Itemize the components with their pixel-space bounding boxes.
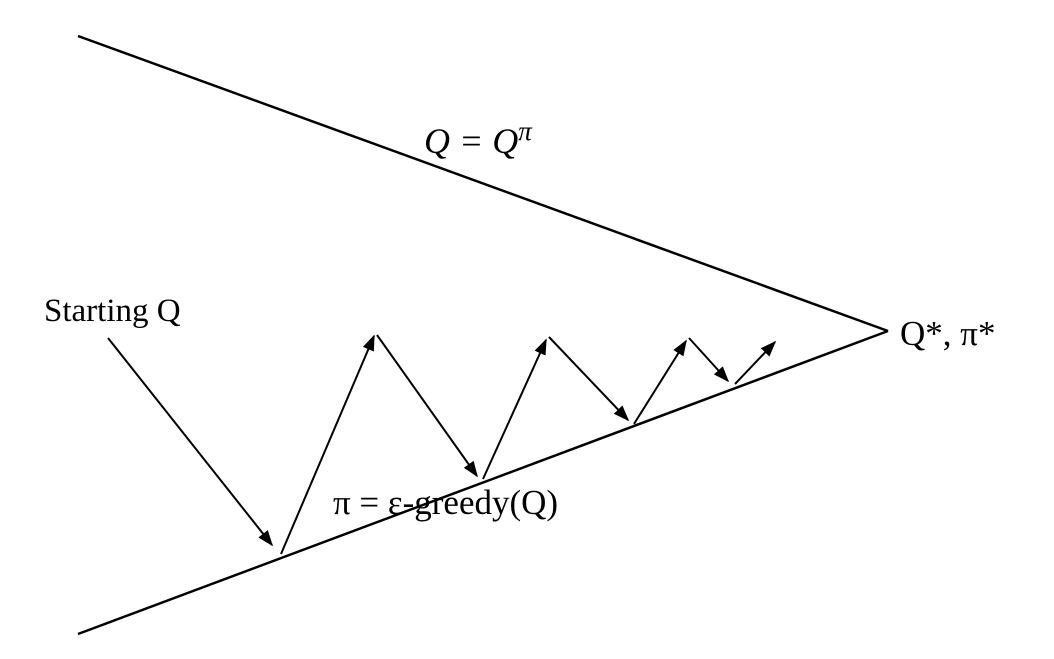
value-function-line [77,34,889,333]
zigzag-arrow-down-3 [688,337,730,383]
zigzag-arrow-up-2 [482,338,547,480]
starting-q-arrow [107,337,273,547]
policy-line [77,329,889,636]
zigzag-arrow-up-4 [734,340,777,385]
convergence-point-label: Q*, π* [900,314,995,353]
zigzag-arrow-down-2 [548,336,630,422]
value-function-line-label: Q = Qπ [424,116,533,161]
value-function-label-superscript: π [518,116,533,146]
zigzag-arrow-down-1 [376,334,478,478]
zigzag-arrows [280,334,777,555]
starting-q-label: Starting Q [44,293,181,329]
zigzag-arrow-up-1 [280,334,375,555]
zigzag-arrow-up-3 [633,339,687,425]
value-function-label-base: Q = Q [424,121,518,161]
policy-line-label: π = ε-greedy(Q) [333,483,558,522]
